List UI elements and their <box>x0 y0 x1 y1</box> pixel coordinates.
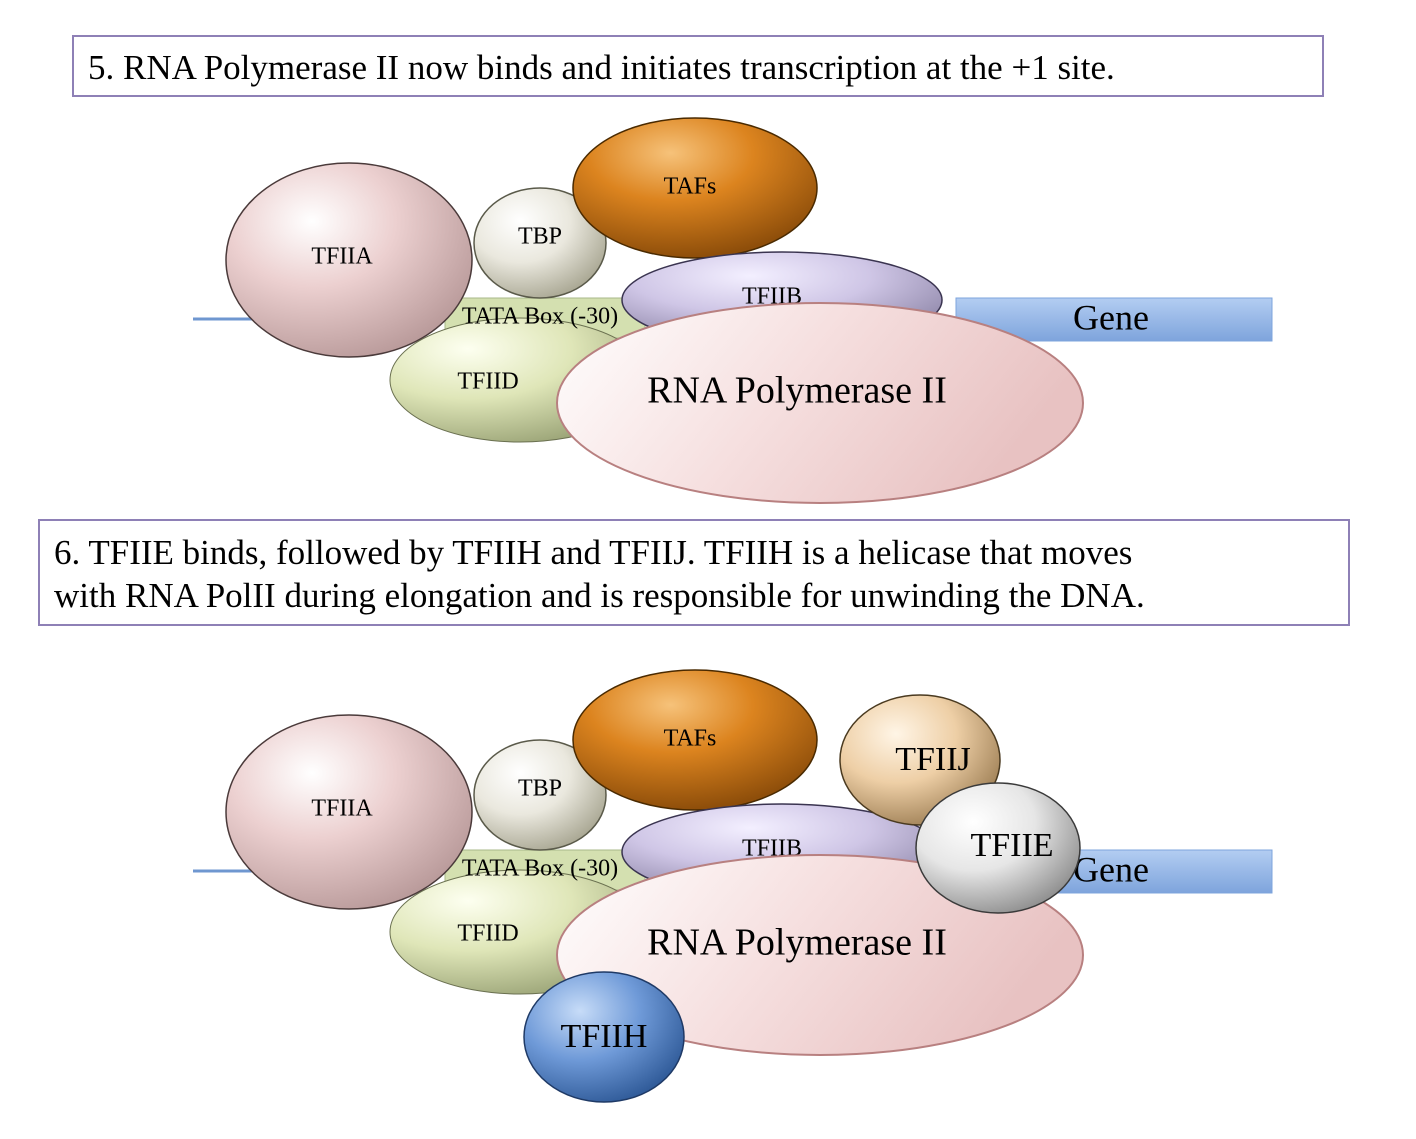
rna-polymerase-ii: RNA Polymerase II <box>556 854 1084 1056</box>
label-overlay: TATA Box (-30) TFIID <box>457 856 618 947</box>
step6-caption-line2: with RNA PolII during elongation and is … <box>54 576 1145 615</box>
step5-diagram: Gene TFIIA TBP TAFs TFIIB RNA P <box>193 117 1273 504</box>
step5-caption: 5. RNA Polymerase II now binds and initi… <box>72 35 1324 97</box>
step6-caption: 6. TFIIE binds, followed by TFIIH and TF… <box>38 519 1350 626</box>
step6-caption-line1: 6. TFIIE binds, followed by TFIIH and TF… <box>54 533 1133 572</box>
tbp-label: TBP <box>518 224 562 250</box>
tfiia-label: TFIIA <box>311 796 373 822</box>
tfiia: TFIIA <box>225 162 473 358</box>
tfiij-label: TFIIJ <box>895 741 971 778</box>
tafs: TAFs <box>572 669 818 811</box>
polii-label: RNA Polymerase II <box>647 370 947 412</box>
tfiih: TFIIH <box>523 971 685 1103</box>
label-overlay: TATA Box (-30) TFIID <box>457 304 618 395</box>
tfiih-label: TFIIH <box>561 1018 648 1055</box>
tbp-label: TBP <box>518 776 562 802</box>
tbp: TBP <box>473 187 607 299</box>
tafs-label: TAFs <box>664 726 717 752</box>
gene-label: Gene <box>1073 297 1149 337</box>
tfiia: TFIIA <box>225 714 473 910</box>
step6-diagram: Gene TFIIA TBP TAFs TFIIB RNA P <box>193 669 1273 1103</box>
tfiie: TFIIE <box>915 782 1081 914</box>
tata-label: TATA Box (-30) <box>462 304 618 330</box>
tbp: TBP <box>473 739 607 851</box>
rna-polymerase-ii: RNA Polymerase II <box>556 302 1084 504</box>
tfiid-label: TFIID <box>457 921 518 947</box>
polii-label: RNA Polymerase II <box>647 922 947 964</box>
tfiia-label: TFIIA <box>311 244 373 270</box>
tafs: TAFs <box>572 117 818 259</box>
gene-label: Gene <box>1073 849 1149 889</box>
tfiid-label: TFIID <box>457 369 518 395</box>
tfiie-label: TFIIE <box>970 827 1053 864</box>
tata-label: TATA Box (-30) <box>462 856 618 882</box>
tafs-label: TAFs <box>664 174 717 200</box>
